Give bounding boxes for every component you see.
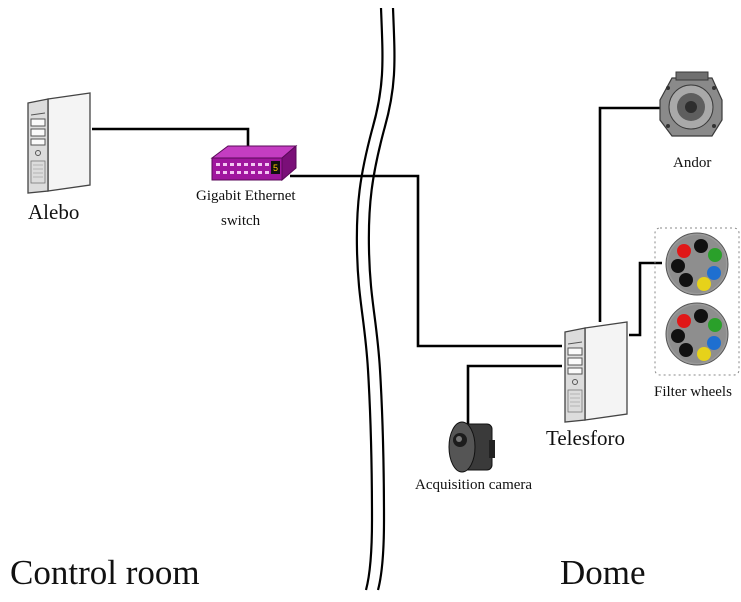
switch-badge: 5 <box>273 163 278 173</box>
link-alebo-switch <box>92 129 248 150</box>
link-telesforo-andor <box>600 108 660 322</box>
ethernet-switch-icon: 5 <box>212 146 296 180</box>
filter-wheels-label: Filter wheels <box>654 384 732 401</box>
alebo-label: Alebo <box>28 200 79 225</box>
telesforo-label: Telesforo <box>546 426 625 451</box>
acquisition-camera-icon <box>449 422 495 472</box>
andor-label: Andor <box>673 155 711 172</box>
link-telesforo-filterwheels <box>629 263 662 335</box>
control-room-label: Control room <box>10 553 200 593</box>
alebo-computer-icon <box>28 93 90 193</box>
telesforo-computer-icon <box>565 322 627 422</box>
link-telesforo-camera <box>468 366 562 430</box>
boundary-line-left <box>357 8 383 590</box>
switch-label-line1: Gigabit Ethernet <box>196 188 296 205</box>
acquisition-camera-label: Acquisition camera <box>415 477 532 494</box>
filter-wheel-bottom-icon <box>666 303 728 365</box>
andor-camera-icon <box>660 72 722 136</box>
switch-label-line2: switch <box>221 213 260 230</box>
dome-label: Dome <box>560 553 646 593</box>
filter-wheel-top-icon <box>666 233 728 295</box>
link-switch-telesforo <box>290 176 562 346</box>
